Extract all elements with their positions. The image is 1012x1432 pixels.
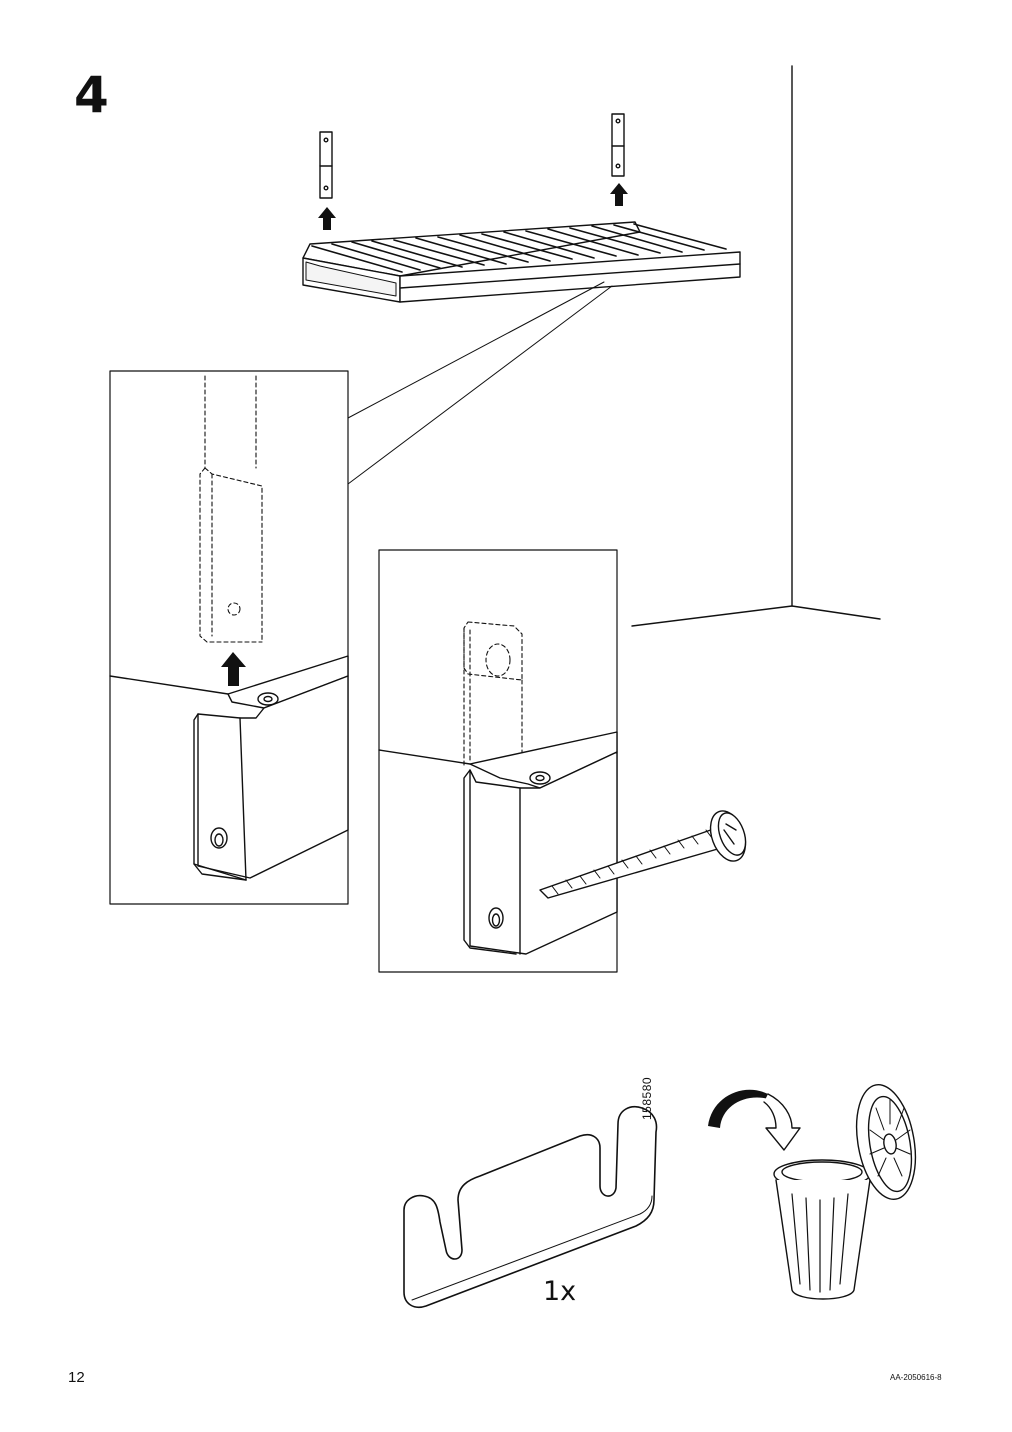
document-code: AA-2050616-8 <box>890 1373 942 1382</box>
discard-arrow-icon <box>708 1089 801 1151</box>
part-quantity: 1x <box>543 1276 577 1307</box>
up-arrow-icon <box>318 207 336 230</box>
wire-shelf <box>302 221 741 303</box>
wall-strip-left <box>319 131 333 199</box>
up-arrow-icon <box>610 183 628 206</box>
detail-callout-lines <box>347 281 613 485</box>
detail-view-right <box>378 549 747 973</box>
page-number: 12 <box>68 1369 85 1386</box>
screw <box>539 810 747 899</box>
hook-tool-icon <box>403 1106 658 1308</box>
trash-bin-icon <box>773 1083 917 1300</box>
step-number: 4 <box>74 66 109 124</box>
wall-strip-right <box>611 113 625 177</box>
part-number: 158580 <box>640 1076 654 1120</box>
wall-corner <box>631 65 881 627</box>
detail-view-left <box>109 370 349 905</box>
